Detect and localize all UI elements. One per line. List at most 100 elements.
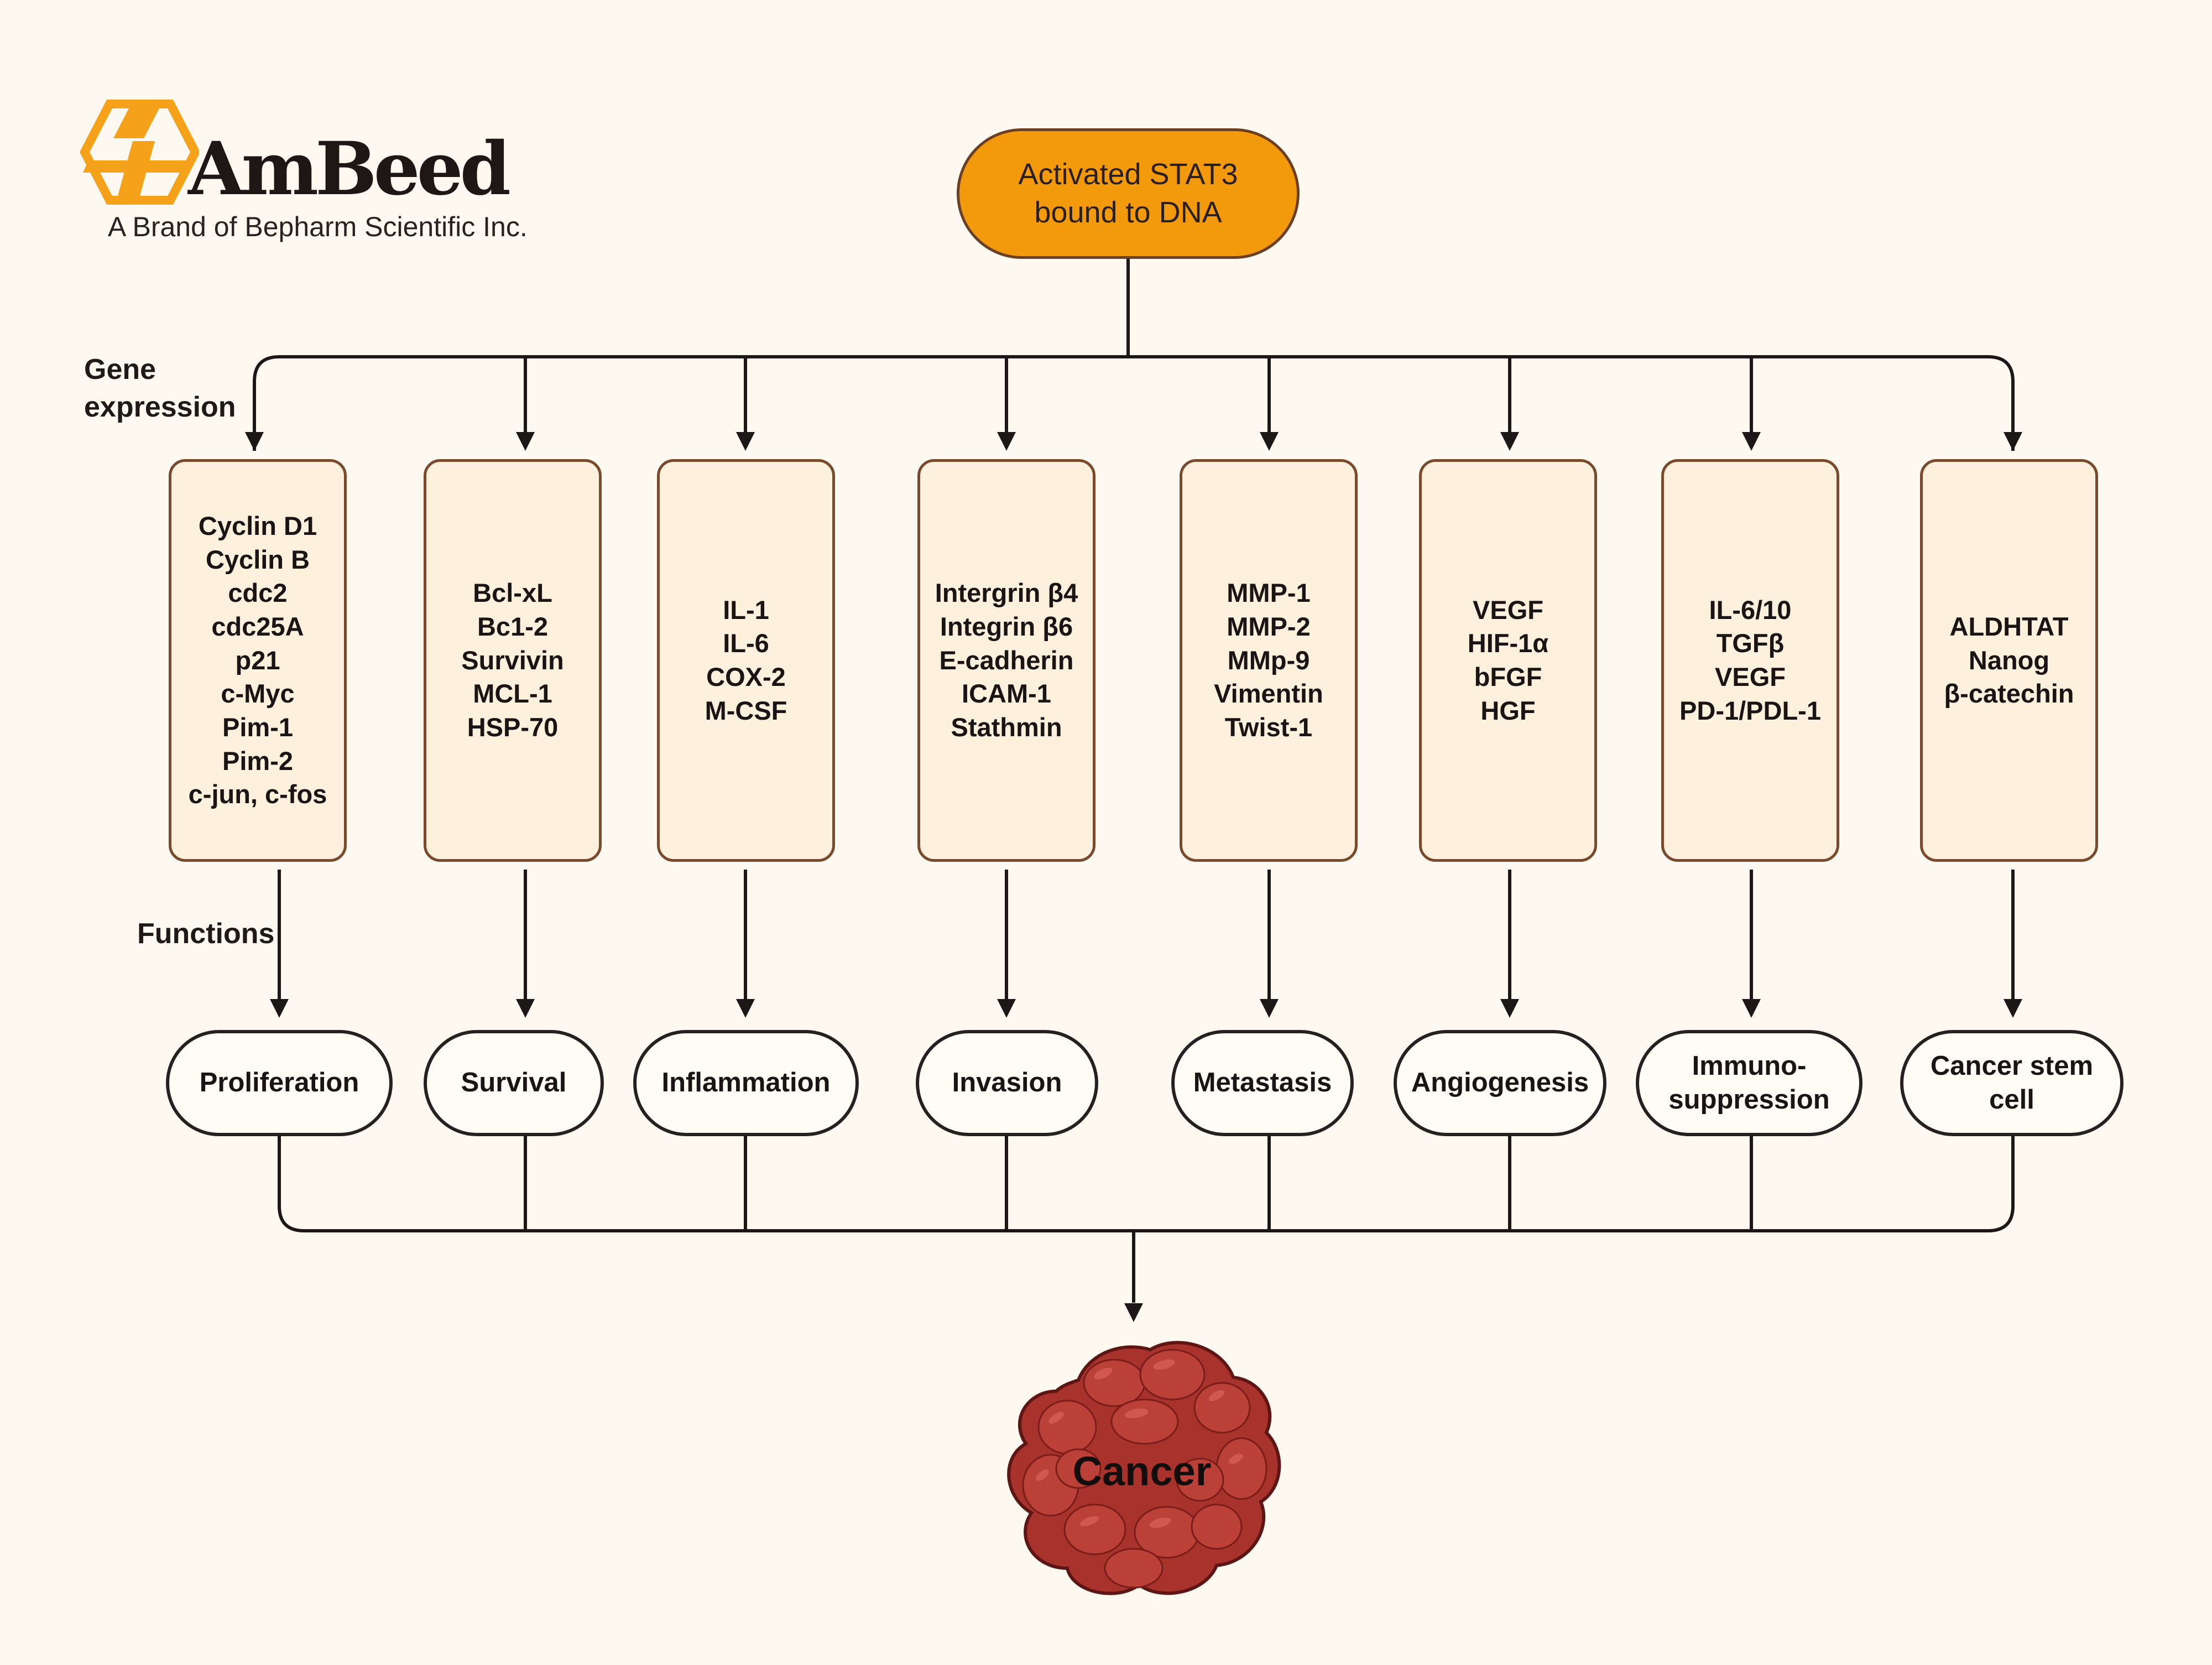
function-label-line: Cancer stem (1930, 1050, 2094, 1081)
gene-item: HSP-70 (467, 712, 559, 742)
function-label-line: Survival (461, 1068, 567, 1098)
gene-item: Intergrin β4 (935, 578, 1078, 608)
down-arrow-icon (997, 432, 1016, 451)
function-proliferation: Proliferation (166, 1030, 393, 1136)
top-node-line-1: Activated STAT3 (1018, 157, 1238, 191)
gene-item: c-Myc (221, 679, 295, 709)
gene-item: IL-6/10 (1709, 595, 1792, 625)
down-arrow-icon (1260, 432, 1279, 451)
down-arrow-icon (2004, 432, 2022, 451)
down-arrow-icon (1260, 999, 1279, 1018)
gene-item: Bc1-2 (477, 612, 548, 642)
gene-item: M-CSF (705, 695, 787, 725)
gene-item: β-catechin (1944, 679, 2074, 709)
gene-item: VEGF (1715, 662, 1786, 691)
function-label-line: Immuno- (1692, 1050, 1807, 1081)
functions-label: Functions (137, 918, 275, 950)
down-arrow-icon (245, 432, 264, 451)
gene-item: IL-1 (723, 595, 769, 625)
tumor-illustration (1007, 1341, 1281, 1595)
gene-item: ICAM-1 (962, 679, 1051, 709)
top-node-line-2: bound to DNA (1034, 196, 1222, 229)
function-label-line: cell (1989, 1085, 2034, 1115)
cancer-label: Cancer (1072, 1448, 1212, 1494)
gene-item: Pim-1 (222, 712, 293, 742)
gene-item: c-jun, c-fos (188, 779, 327, 809)
gene-item: Bcl-xL (473, 578, 552, 608)
gene-item: Integrin β6 (940, 612, 1073, 642)
activated-stat3-node: Activated STAT3 bound to DNA (957, 128, 1300, 259)
down-arrow-icon (1742, 999, 1761, 1018)
down-arrow-icon (736, 999, 755, 1018)
function-angiogenesis: Angiogenesis (1394, 1030, 1606, 1136)
gene-item: HIF-1α (1467, 628, 1549, 658)
gene-item: VEGF (1473, 595, 1543, 625)
gene-item: MMP-1 (1227, 578, 1311, 608)
function-label-line: suppression (1668, 1085, 1830, 1115)
down-arrow-icon (736, 432, 755, 451)
gene-item: Vimentin (1214, 679, 1323, 709)
gene-item: cdc25A (211, 612, 304, 642)
function-label-line: Angiogenesis (1411, 1068, 1589, 1098)
gene-item: Cyclin B (205, 544, 310, 574)
function-cancer-stem-cell: Cancer stem cell (1900, 1030, 2124, 1136)
function-label-line: Invasion (952, 1068, 1062, 1098)
down-arrow-icon (1742, 432, 1761, 451)
gene-item: ALDHTAT (1949, 612, 2069, 642)
gene-item: Stathmin (951, 712, 1062, 742)
down-arrow-icon (516, 432, 535, 451)
brand-tagline: A Brand of Bepharm Scientific Inc. (108, 211, 528, 242)
gene-item: HGF (1480, 695, 1536, 725)
gene-label-line-2: expression (84, 391, 236, 423)
gene-item: TGFβ (1716, 628, 1785, 658)
gene-item: MCL-1 (473, 679, 552, 709)
top-distribution-bus (253, 355, 2015, 451)
down-arrow-icon (1500, 432, 1519, 451)
gene-item: PD-1/PDL-1 (1679, 695, 1821, 725)
function-label-line: Metastasis (1193, 1068, 1332, 1098)
gene-item: MMP-2 (1227, 612, 1311, 642)
gene-item: p21 (235, 645, 280, 675)
brand-name: AmBeed (188, 126, 511, 212)
gene-item: cdc2 (228, 578, 288, 608)
gene-item: Pim-2 (222, 746, 293, 776)
down-arrow-icon (270, 999, 289, 1018)
gene-item: IL-6 (723, 628, 769, 658)
gene-item: Twist-1 (1224, 712, 1313, 742)
gene-item: bFGF (1474, 662, 1542, 691)
function-invasion: Invasion (916, 1030, 1098, 1136)
function-metastasis: Metastasis (1171, 1030, 1354, 1136)
down-arrow-icon (2004, 999, 2022, 1018)
gene-item: COX-2 (706, 662, 786, 691)
gene-item: Nanog (1968, 645, 2050, 675)
down-arrow-icon (1124, 1303, 1143, 1322)
brand-logo: AmBeed A Brand of Bepharm Scientific Inc… (77, 100, 575, 266)
down-arrow-icon (516, 999, 535, 1018)
down-arrow-icon (997, 999, 1016, 1018)
gene-item: E-cadherin (939, 645, 1074, 675)
cancer-tumor: Cancer (984, 1330, 1300, 1607)
down-arrow-icon (1500, 999, 1519, 1018)
gene-item: Survivin (461, 645, 564, 675)
gene-item: MMp-9 (1227, 645, 1310, 675)
gene-label-line-1: Gene (84, 353, 156, 386)
gene-item: Cyclin D1 (198, 511, 317, 541)
bottom-collection-bus (278, 1136, 2015, 1232)
function-inflammation: Inflammation (633, 1030, 859, 1136)
function-survival: Survival (424, 1030, 604, 1136)
function-label-line: Inflammation (661, 1068, 831, 1098)
function-immunosuppression: Immuno-suppression (1636, 1030, 1863, 1136)
gene-expression-label: Gene expression (84, 351, 236, 426)
ambeed-hexagon-icon (79, 100, 199, 205)
function-label-line: Proliferation (199, 1068, 359, 1098)
